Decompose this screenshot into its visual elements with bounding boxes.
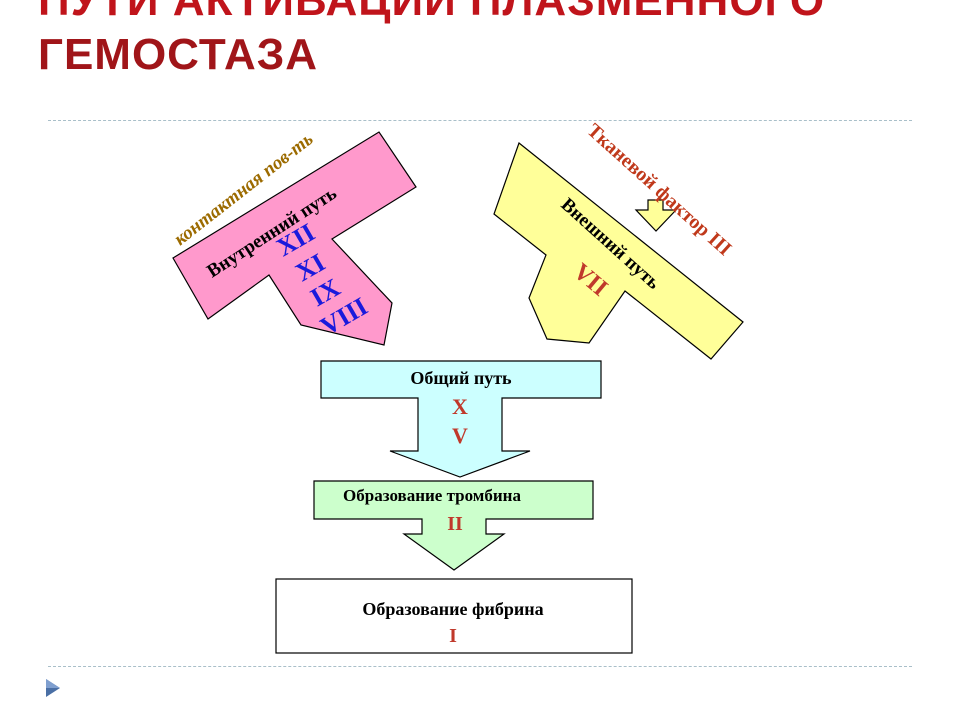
intrinsic-pathway: контактная пов-ть Внутренний путь XII XI… <box>170 128 417 346</box>
tissue-factor-arrow <box>634 199 678 232</box>
factor-v: V <box>452 423 468 448</box>
common-pathway-label: Общий путь <box>410 368 512 388</box>
top-divider <box>48 120 912 121</box>
triangle-bullet-icon <box>46 679 60 697</box>
common-pathway-shape <box>320 360 602 478</box>
thrombin-formation: Образование тромбина II <box>313 480 594 571</box>
title-line-2: ГЕМОСТАЗА <box>38 30 319 79</box>
fibrin-formation-box <box>275 578 633 654</box>
factor-ii: II <box>447 513 463 535</box>
title-line-1: ПУТИ АКТИВАЦИИ ПЛАЗМЕННОГО <box>38 0 826 25</box>
extrinsic-pathway-shape <box>493 142 744 360</box>
factor-x: X <box>452 394 468 419</box>
fibrin-formation: Образование фибрина I <box>275 578 633 654</box>
extrinsic-pathway: Тканевой фактор III Внешний путь VII <box>493 119 744 360</box>
fibrin-formation-label: Образование фибрина <box>362 599 543 619</box>
thrombin-formation-label: Образование тромбина <box>343 486 521 505</box>
factor-i: I <box>449 625 457 647</box>
thrombin-formation-shape <box>313 480 594 571</box>
intrinsic-pathway-shape <box>172 131 417 346</box>
common-pathway: Общий путь X V <box>320 360 602 478</box>
page-title: ПУТИ АКТИВАЦИИ ПЛАЗМЕННОГО ГЕМОСТАЗА <box>38 0 825 82</box>
bottom-divider <box>48 666 912 667</box>
